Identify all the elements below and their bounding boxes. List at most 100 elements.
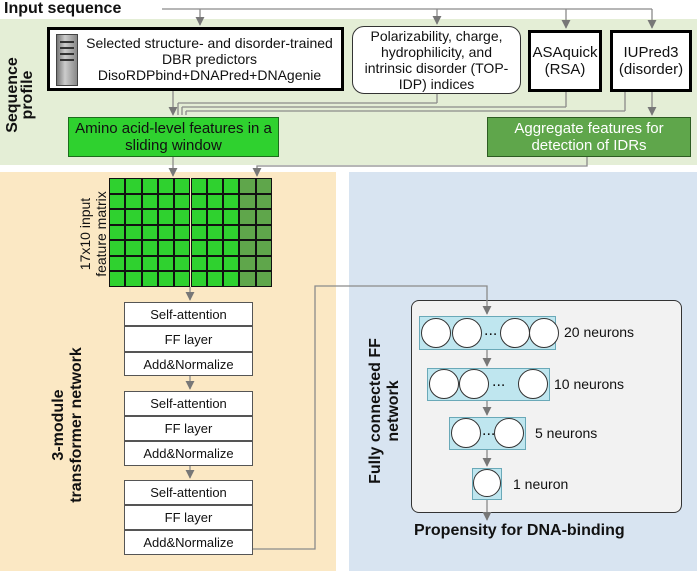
neuron [494, 418, 524, 448]
matrix-cell [206, 209, 224, 225]
matrix-cell [174, 178, 191, 194]
matrix-cell [109, 224, 126, 241]
neuron [529, 318, 559, 348]
matrix-cell [109, 240, 126, 256]
ellipsis: ... [484, 322, 498, 339]
matrix-cell [174, 271, 191, 287]
matrix-cell [125, 255, 142, 272]
matrix-cell [223, 271, 240, 287]
matrix-cell [255, 255, 272, 272]
matrix-cell [109, 178, 126, 194]
matrix-cell [157, 224, 175, 241]
ff-layer-20-label: 20 neurons [564, 324, 635, 340]
sequence-profile-label: Sequence profile [4, 57, 36, 133]
matrix-cell [109, 193, 126, 210]
module2-self-attention: Self-attention [124, 391, 253, 416]
matrix-cell [190, 178, 207, 194]
matrix-cell [141, 240, 158, 256]
matrix-cell [125, 224, 142, 241]
matrix-cell [141, 255, 158, 272]
matrix-cell [157, 271, 175, 287]
transformer-label: 3-module transformer network [50, 347, 85, 503]
module2-ff-layer: FF layer [124, 416, 253, 441]
matrix-cell [141, 224, 158, 241]
matrix-cell [157, 209, 175, 225]
matrix-cell [239, 178, 256, 194]
neuron [421, 318, 451, 348]
neuron [473, 469, 501, 497]
predictors-box: Selected structure- and disorder-trained… [47, 27, 344, 91]
ellipsis: ... [492, 373, 506, 390]
ff-layer-5-label: 5 neurons [535, 425, 598, 441]
matrix-cell [141, 209, 158, 225]
matrix-cell [206, 240, 224, 256]
feature-matrix [109, 178, 272, 287]
module1-ff-layer: FF layer [124, 326, 253, 352]
matrix-cell [206, 271, 224, 287]
ff-layer-1-label: 1 neuron [513, 476, 569, 492]
matrix-cell [109, 255, 126, 272]
matrix-cell [255, 209, 272, 225]
module1-self-attention: Self-attention [124, 302, 253, 326]
matrix-cell [141, 193, 158, 210]
matrix-cell [190, 193, 207, 210]
neuron [452, 318, 482, 348]
neuron [429, 369, 459, 399]
module3-self-attention: Self-attention [124, 480, 253, 505]
matrix-cell [239, 224, 256, 241]
matrix-cell [206, 224, 224, 241]
matrix-cell [239, 240, 256, 256]
module2-add-normalize: Add&Normalize [124, 441, 253, 466]
input-sequence-title: Input sequence [4, 0, 122, 17]
matrix-cell [206, 178, 224, 194]
asaquick-box: ASAquick (RSA) [528, 30, 602, 92]
matrix-cell [190, 271, 207, 287]
matrix-cell [223, 178, 240, 194]
matrix-cell [206, 255, 224, 272]
matrix-cell [125, 209, 142, 225]
matrix-cell [174, 193, 191, 210]
module3-add-normalize: Add&Normalize [124, 530, 253, 555]
iupred-box: IUPred3 (disorder) [610, 30, 692, 92]
matrix-cell [174, 240, 191, 256]
matrix-cell [125, 240, 142, 256]
matrix-cell [255, 193, 272, 210]
matrix-cell [190, 240, 207, 256]
output-label: Propensity for DNA-binding [414, 522, 625, 539]
matrix-cell [223, 224, 240, 241]
matrix-cell [157, 178, 175, 194]
neuron [500, 318, 530, 348]
predictors-text: Selected structure- and disorder-trained… [86, 34, 333, 84]
matrix-cell [223, 240, 240, 256]
matrix-cell [190, 224, 207, 241]
matrix-cell [125, 271, 142, 287]
matrix-cell [174, 224, 191, 241]
aggregate-features-box: Aggregate features for detection of IDRs [487, 117, 691, 157]
matrix-cell [109, 271, 126, 287]
neuron [459, 369, 489, 399]
amino-features-box: Amino acid-level features in a sliding w… [68, 117, 279, 157]
matrix-cell [190, 255, 207, 272]
matrix-cell [174, 255, 191, 272]
matrix-cell [206, 193, 224, 210]
matrix-cell [109, 209, 126, 225]
matrix-cell [255, 240, 272, 256]
ff-layer-10-label: 10 neurons [554, 376, 625, 392]
matrix-cell [190, 209, 207, 225]
matrix-cell [223, 193, 240, 210]
neuron [518, 369, 548, 399]
matrix-cell [223, 255, 240, 272]
module1-add-normalize: Add&Normalize [124, 352, 253, 376]
matrix-cell [223, 209, 240, 225]
matrix-cell [125, 193, 142, 210]
matrix-cell [157, 193, 175, 210]
matrix-cell [239, 271, 256, 287]
matrix-cell [157, 255, 175, 272]
matrix-cell [141, 271, 158, 287]
matrix-cell [125, 178, 142, 194]
indices-box: Polarizability, charge, hydrophilicity, … [352, 26, 521, 94]
matrix-label: 17x10 input feature matrix [77, 191, 109, 277]
server-icon [56, 34, 78, 86]
matrix-cell [157, 240, 175, 256]
matrix-cell [255, 178, 272, 194]
